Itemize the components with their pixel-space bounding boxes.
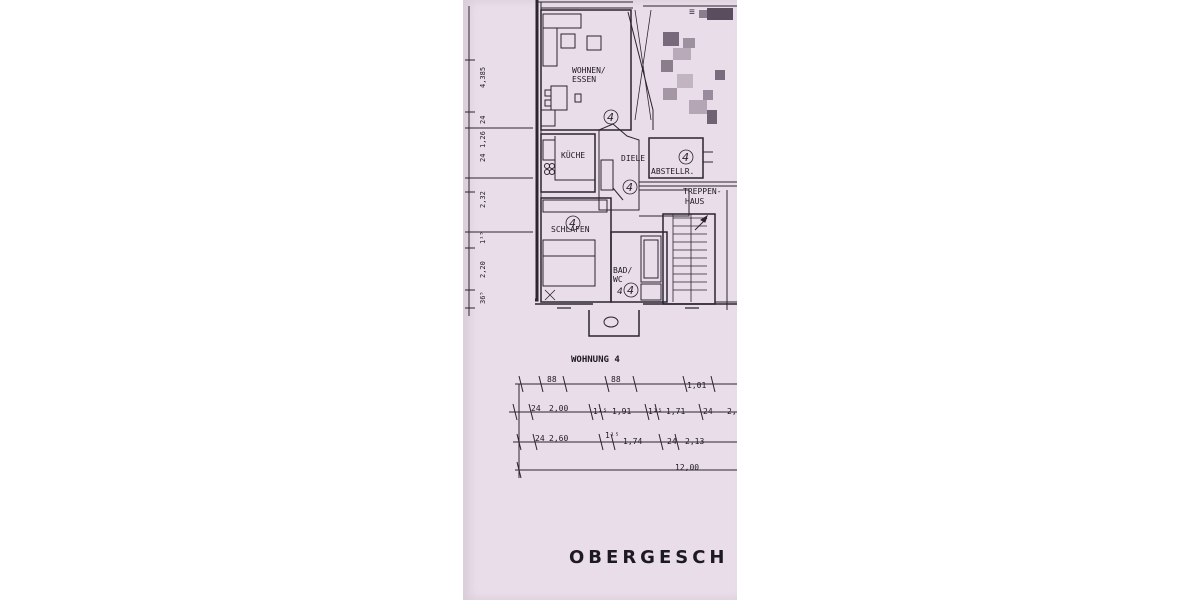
chair <box>544 99 552 107</box>
unit-mark: 4 <box>607 111 614 124</box>
outer-wall <box>535 0 539 302</box>
vertical-dim: 2,32 <box>479 191 487 208</box>
landing <box>639 189 690 217</box>
counter <box>554 136 595 181</box>
wall-bad <box>610 231 668 303</box>
wardrobe <box>600 159 614 191</box>
room-label-kueche: KÜCHE <box>561 150 585 160</box>
vanity <box>640 283 662 301</box>
vertical-dim: 24 <box>479 154 487 162</box>
vertical-dim: 4,385 <box>479 67 487 88</box>
dim-value: 24 <box>703 407 713 416</box>
burner <box>544 169 550 175</box>
room-label-essen: ESSEN <box>572 75 596 84</box>
unit-label: WOHNUNG 4 <box>571 355 620 365</box>
header-mark: ≡ <box>689 7 695 18</box>
bathtub-inner <box>643 239 659 279</box>
dim-value: 24 <box>531 404 541 413</box>
wall-kueche <box>540 133 596 193</box>
chair <box>574 93 582 103</box>
floor-plan-drawing: WOHNEN/ ESSEN KÜCHE DIELE ABSTELLR. TREP… <box>465 0 737 568</box>
dim-row-2-ticks <box>512 403 704 421</box>
toilet <box>603 316 619 328</box>
unit-mark-circle <box>623 282 639 298</box>
armchair <box>586 35 602 51</box>
unit-mark: 4 <box>682 151 689 164</box>
stove <box>542 139 556 161</box>
vertical-dim: 1,26 <box>479 131 487 148</box>
bed <box>542 239 596 287</box>
wardrobe-bedroom <box>542 199 608 213</box>
chair <box>544 89 552 97</box>
dim-value: 1¹⁵ <box>605 431 619 440</box>
wall-diele <box>598 123 640 211</box>
burner <box>544 163 550 169</box>
room-label-diele: DIELE <box>621 154 645 163</box>
room-label-wc: WC <box>613 275 623 284</box>
x-mark <box>544 289 556 301</box>
dim-total: 12,00 <box>675 463 699 472</box>
unit-mark-circle <box>622 179 638 195</box>
dim-value: 1¹⁵ <box>593 407 607 416</box>
unit-mark: 4 <box>627 284 634 297</box>
unit-mark-circle <box>678 149 694 165</box>
abstellr-sill <box>703 151 713 163</box>
top-wall <box>537 1 737 7</box>
unit-mark-circle <box>603 109 619 125</box>
dim-value: 2,00 <box>549 404 568 413</box>
burner <box>549 169 555 175</box>
wall-stair <box>639 181 737 187</box>
dim-value: 1,74 <box>623 437 642 446</box>
sofa <box>542 13 582 29</box>
dim-value: 1,91 <box>612 407 631 416</box>
wc-niche <box>588 310 640 337</box>
wall-stairwell <box>662 213 716 305</box>
unit-mark-circle <box>565 215 581 231</box>
dim-value: 2,13 <box>685 437 704 446</box>
dim-value: 24 <box>535 434 545 443</box>
dim-value: 2, <box>727 407 737 416</box>
wall-abstellr <box>648 137 704 179</box>
dim-value: 1,01 <box>687 381 706 390</box>
sofa <box>542 27 558 67</box>
floor-plan-sheet: WOHNEN/ ESSEN KÜCHE DIELE ABSTELLR. TREP… <box>463 0 737 600</box>
vertical-dim: 24 <box>479 116 487 124</box>
dim-value: 88 <box>547 375 557 384</box>
side-leader <box>475 127 533 233</box>
room-label-bad: BAD/ <box>613 266 632 275</box>
room-label-treppen: TREPPEN- <box>683 187 722 196</box>
floor-title: OBERGESCH <box>569 547 729 568</box>
dim-value: 88 <box>611 375 621 384</box>
unit-mark: 4 <box>569 217 576 230</box>
dim-row-1-ticks <box>518 375 716 393</box>
room-label-haus: HAUS <box>685 197 704 206</box>
burner <box>549 163 555 169</box>
unit-mark: 4 <box>617 287 623 297</box>
dim-value: 2,60 <box>549 434 568 443</box>
door-swing <box>612 187 624 201</box>
vertical-dim-ticks <box>465 59 475 309</box>
x-shaft <box>634 9 652 121</box>
cabinet <box>540 109 556 127</box>
room-label-wohnen: WOHNEN/ <box>572 66 606 75</box>
armchair <box>560 33 576 49</box>
vertical-dim: 36⁵ <box>479 291 487 304</box>
bathtub <box>640 235 662 283</box>
unit-mark: 4 <box>626 181 633 194</box>
dim-value: 1¹⁵ <box>648 407 662 416</box>
stair-arrow-head <box>700 214 708 223</box>
room-label-abstellr: ABSTELLR. <box>651 167 694 176</box>
dim-value: 1,71 <box>666 407 685 416</box>
dim-value: 24 <box>667 437 677 446</box>
table <box>550 85 568 111</box>
neighbor-wall <box>714 190 737 310</box>
vertical-dim: 2,20 <box>479 261 487 278</box>
wall-diagonal <box>627 10 654 130</box>
vertical-dim: 1¹⁵ <box>479 231 487 244</box>
stair-treads <box>672 214 707 302</box>
